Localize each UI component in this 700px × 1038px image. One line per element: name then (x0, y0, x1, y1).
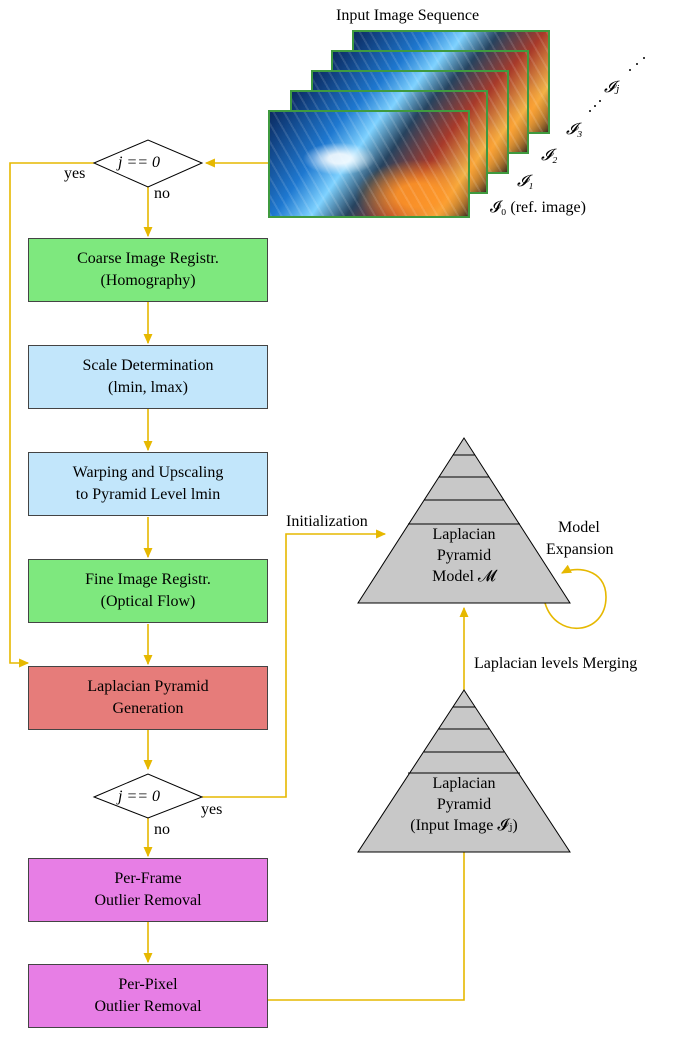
per-frame-outlier-line1: Per-Frame (114, 870, 182, 888)
per-pixel-outlier-line1: Per-Pixel (118, 976, 178, 994)
model-pyramid-line2: Pyramid (436, 546, 492, 564)
decision-bottom-no: no (154, 821, 170, 838)
frame-label-i3: 𝓘₃ (566, 121, 583, 138)
frame-label-i2: 𝓘₂ (541, 147, 558, 164)
per-frame-outlier-step: Per-Frame Outlier Removal (28, 858, 268, 922)
input-pyramid-line2: Pyramid (436, 795, 492, 813)
frame-label-i0: 𝓘₀ (ref. image) (490, 199, 586, 216)
fine-registration-line1: Fine Image Registr. (85, 571, 211, 589)
model-expansion-label-1: Model (558, 519, 600, 536)
sequence-frame-0 (268, 110, 470, 218)
decision-diamond-bottom (92, 773, 204, 819)
per-pixel-outlier-step: Per-Pixel Outlier Removal (28, 964, 268, 1028)
coarse-registration-line2: (Homography) (100, 272, 196, 289)
decision-bottom-yes: yes (201, 801, 223, 818)
per-pixel-outlier-line2: Outlier Removal (94, 998, 202, 1015)
warping-upscaling-step: Warping and Upscaling to Pyramid Level l… (28, 452, 268, 516)
decision-bottom-condition: j == 0 (118, 788, 161, 805)
ellipsis-dots (589, 57, 645, 112)
laplacian-generation-line2: Generation (112, 700, 184, 717)
merging-label: Laplacian levels Merging (474, 655, 638, 672)
model-pyramid-line1: Laplacian (432, 526, 496, 543)
warping-upscaling-line1: Warping and Upscaling (72, 464, 224, 482)
per-frame-outlier-line2: Outlier Removal (94, 892, 202, 909)
input-pyramid-shape (357, 689, 571, 853)
fine-registration-step: Fine Image Registr. (Optical Flow) (28, 559, 268, 623)
coarse-registration-line1: Coarse Image Registr. (77, 250, 219, 268)
scale-determination-line2: (lmin, lmax) (108, 379, 188, 396)
decision-top-yes: yes (64, 165, 86, 182)
model-pyramid-line3: Model 𝓜 (432, 567, 496, 585)
sequence-title: Input Image Sequence (336, 7, 480, 24)
laplacian-generation-line1: Laplacian Pyramid (87, 678, 209, 696)
arrow-model-expansion-loop (544, 564, 607, 629)
model-expansion-label-2: Expansion (546, 541, 614, 558)
input-pyramid-line3: (Input Image 𝓘ⱼ) (410, 816, 518, 834)
decision-top-condition: j == 0 (118, 154, 161, 171)
scale-determination-step: Scale Determination (lmin, lmax) (28, 345, 268, 409)
model-pyramid-shape (357, 437, 571, 604)
fine-registration-line2: (Optical Flow) (100, 593, 196, 610)
arrow-decision-yes-to-laplacian (9, 162, 94, 668)
initialization-label: Initialization (286, 513, 368, 530)
coarse-registration-step: Coarse Image Registr. (Homography) (28, 238, 268, 302)
arrow-pixel-outlier-to-input-pyramid (268, 833, 469, 1001)
scale-determination-line1: Scale Determination (82, 357, 214, 375)
arrow-decision-yes-initialization (202, 529, 387, 798)
decision-diamond-top (92, 139, 204, 188)
decision-top-no: no (154, 185, 170, 202)
laplacian-generation-step: Laplacian Pyramid Generation (28, 666, 268, 730)
frame-label-ij: 𝓘ⱼ (604, 79, 620, 96)
model-pyramid-label: Laplacian Pyramid Model 𝓜 (404, 525, 524, 587)
frame-label-i1: 𝓘₁ (517, 173, 534, 190)
warping-upscaling-line2: to Pyramid Level lmin (75, 486, 221, 503)
input-pyramid-label: Laplacian Pyramid (Input Image 𝓘ⱼ) (389, 774, 539, 836)
input-pyramid-line1: Laplacian (432, 775, 496, 792)
